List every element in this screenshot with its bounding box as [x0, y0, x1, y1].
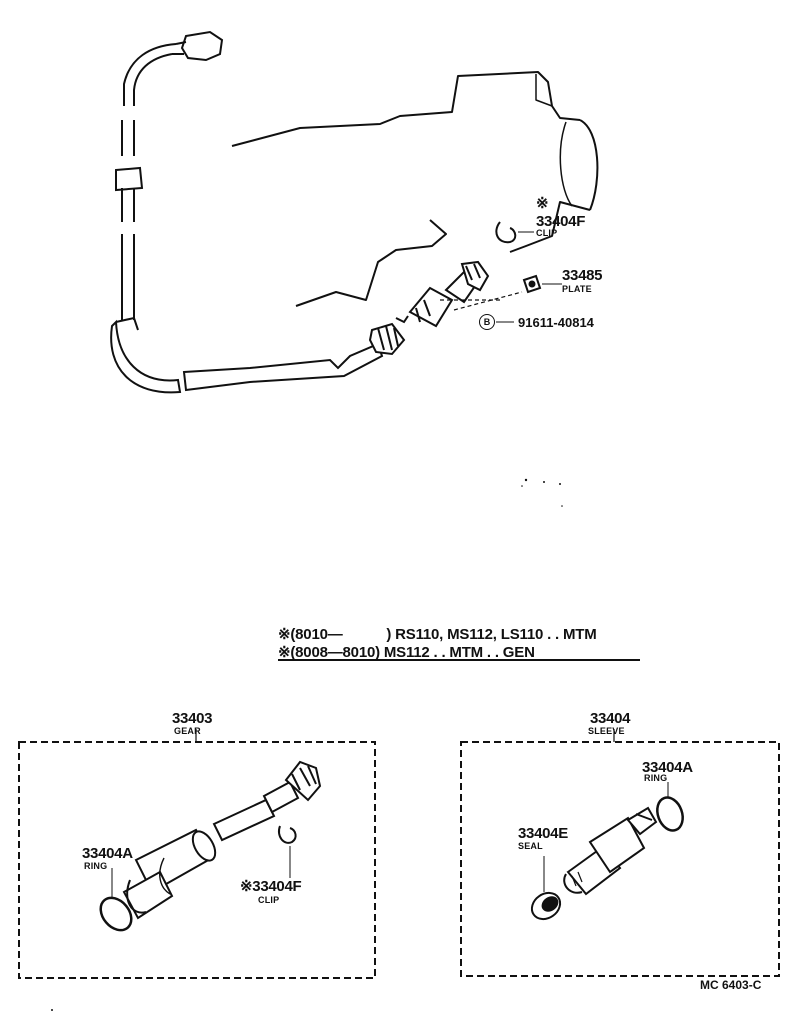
speedometer-cable: [110, 30, 406, 394]
note-line-2: ※(8008—8010) MS112 . . MTM . . GEN: [278, 643, 535, 661]
sleeve-ring-part-number: 33404A: [642, 759, 693, 776]
transmission-outline: [231, 71, 599, 307]
plate-icon: [522, 274, 562, 294]
plate-part-name: PLATE: [562, 284, 592, 294]
note-1-mark: ※: [278, 626, 291, 643]
gear-ring-icon: [99, 868, 133, 932]
gear-box: [18, 729, 376, 979]
gear-part-name: GEAR: [174, 726, 201, 736]
sleeve-box: [460, 729, 780, 977]
diagram-code: MC 6403-C: [700, 978, 762, 992]
sleeve-ring-icon: [656, 782, 684, 832]
bolt-part-number: 91611-40814: [518, 315, 594, 330]
driven-gear-assembly: [395, 260, 523, 328]
gear-clip-icon: [278, 825, 297, 878]
plate-part-number: 33485: [562, 267, 603, 284]
sleeve-part-number: 33404: [590, 710, 631, 727]
note-1-range-to: ): [386, 626, 392, 643]
stray-marks: [51, 478, 563, 1011]
note-2-mark: ※: [278, 644, 291, 661]
clip-part-number: 33404F: [536, 213, 586, 230]
gear-ring-part-name: RING: [84, 861, 108, 871]
gear-clip-part-name: CLIP: [258, 895, 280, 905]
sleeve-part-name: SLEEVE: [588, 726, 625, 736]
gear-ring-part-number: 33404A: [82, 845, 133, 862]
note-2-text: MS112 . . MTM . . GEN: [383, 644, 535, 661]
note-2-range-from: (8008—8010): [290, 644, 380, 661]
gear-part-number: 33403: [172, 710, 213, 727]
note-line-1: ※(8010—) RS110, MS112, LS110 . . MTM: [278, 625, 597, 643]
seal-part-number: 33404E: [518, 825, 568, 842]
seal-icon: [530, 856, 562, 921]
gear-clip-mark: ※: [240, 878, 253, 895]
seal-part-name: SEAL: [518, 841, 543, 851]
note-1-range-from: (8010—: [290, 626, 343, 643]
note-1-text: RS110, MS112, LS110 . . MTM: [395, 626, 597, 643]
gear-clip-label: ※33404F: [240, 878, 302, 895]
sleeve-ring-part-name: RING: [644, 773, 668, 783]
clip-icon: [495, 221, 534, 244]
clip-mark: ※: [536, 195, 549, 212]
clip-part-name: CLIP: [536, 228, 558, 238]
note-2-range: (8008—8010): [290, 644, 380, 661]
gear-clip-part-number: 33404F: [252, 878, 302, 895]
note-1-range: (8010—): [290, 626, 391, 643]
bolt-badge: B: [479, 314, 495, 330]
